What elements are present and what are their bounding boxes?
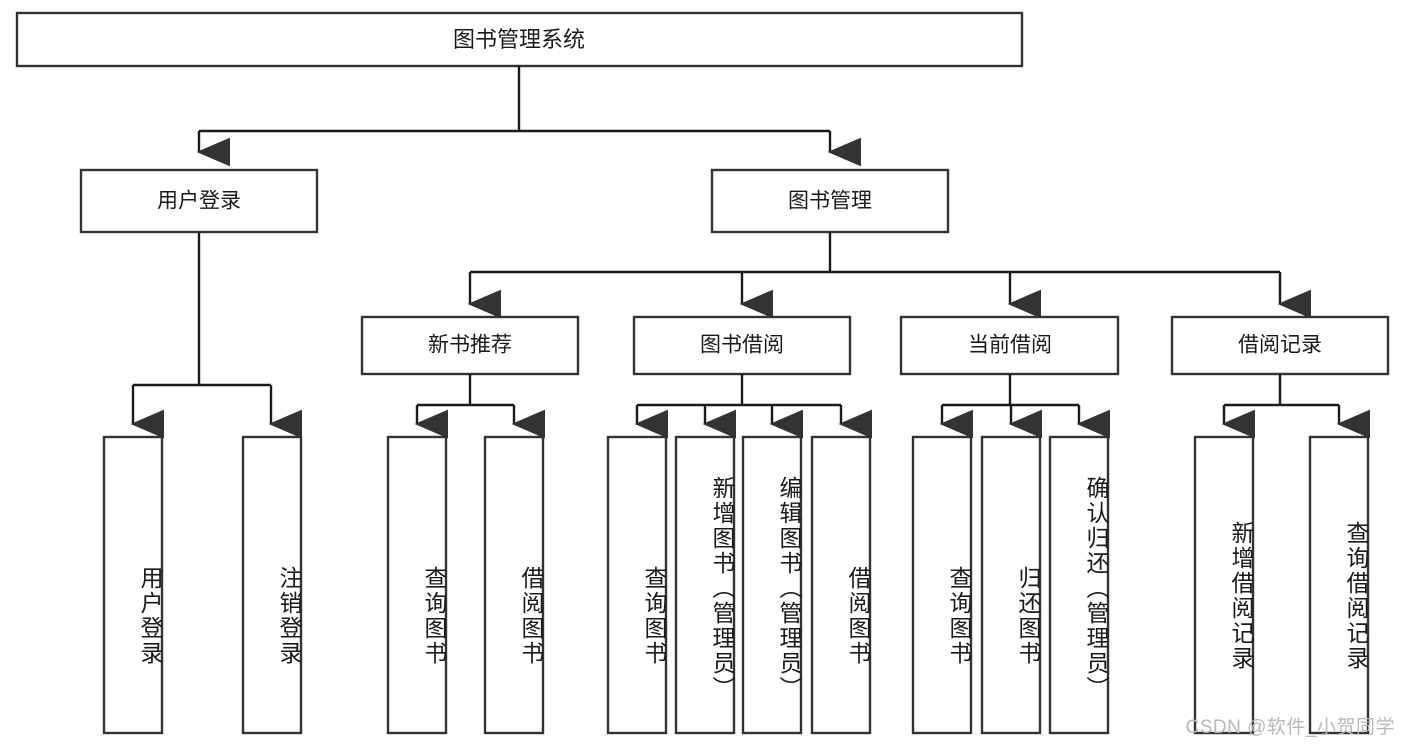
node-user-login-box[interactable] (79, 168, 319, 234)
leaf-box-leaf-add-record[interactable] (1193, 435, 1255, 735)
node-user-login[interactable]: 用户登录 (79, 168, 319, 234)
node-new-book-rec[interactable]: 新书推荐 (360, 315, 580, 376)
node-book-borrow-label: 图书借阅 (700, 334, 784, 357)
connector-borrow-record-to-leaves (1221, 374, 1371, 439)
node-book-borrow[interactable]: 图书借阅 (632, 315, 852, 376)
leaf-box-leaf-user-login[interactable] (102, 435, 164, 735)
node-root-box[interactable] (15, 11, 1024, 68)
node-root-label: 图书管理系统 (453, 27, 585, 52)
node-current-borrow[interactable]: 当前借阅 (899, 315, 1120, 376)
csdn-watermark: CSDN @软件_小贺同学 (1185, 717, 1395, 738)
connector-user-login-to-leaves (130, 232, 303, 439)
leaf-box-leaf-borrow-book-2[interactable] (810, 435, 872, 735)
node-new-book-rec-box[interactable] (360, 315, 580, 376)
node-borrow-record[interactable]: 借阅记录 (1170, 315, 1390, 376)
node-borrow-record-label: 借阅记录 (1238, 334, 1322, 357)
node-new-book-rec-label: 新书推荐 (428, 334, 512, 357)
connector-book-borrow-to-leaves (634, 374, 873, 439)
connector-book-manage-to-level3 (467, 232, 1312, 319)
node-current-borrow-box[interactable] (899, 315, 1120, 376)
leaf-box-leaf-return-book[interactable] (980, 435, 1042, 735)
node-book-manage-label: 图书管理 (788, 190, 872, 213)
node-root[interactable]: 图书管理系统 (15, 11, 1024, 68)
leaf-box-leaf-logout[interactable] (241, 435, 303, 735)
leaf-box-leaf-edit-book[interactable] (741, 435, 803, 735)
node-user-login-label: 用户登录 (157, 190, 241, 213)
leaf-box-leaf-add-book[interactable] (674, 435, 736, 735)
leaf-box-leaf-borrow-book-1[interactable] (483, 435, 545, 735)
node-book-manage[interactable]: 图书管理 (710, 168, 950, 234)
leaf-box-leaf-query-book-1[interactable] (386, 435, 448, 735)
leaf-box-leaf-query-book-2[interactable] (606, 435, 668, 735)
leaf-box-leaf-confirm-return[interactable] (1048, 435, 1110, 735)
connector-root-to-level2 (196, 66, 862, 167)
node-current-borrow-label: 当前借阅 (968, 334, 1052, 357)
connector-current-borrow-to-leaves (939, 374, 1111, 439)
connector-new-book-rec-to-leaves (414, 374, 546, 439)
leaf-box-leaf-query-book-3[interactable] (911, 435, 973, 735)
leaf-box-leaf-query-record[interactable] (1308, 435, 1370, 735)
